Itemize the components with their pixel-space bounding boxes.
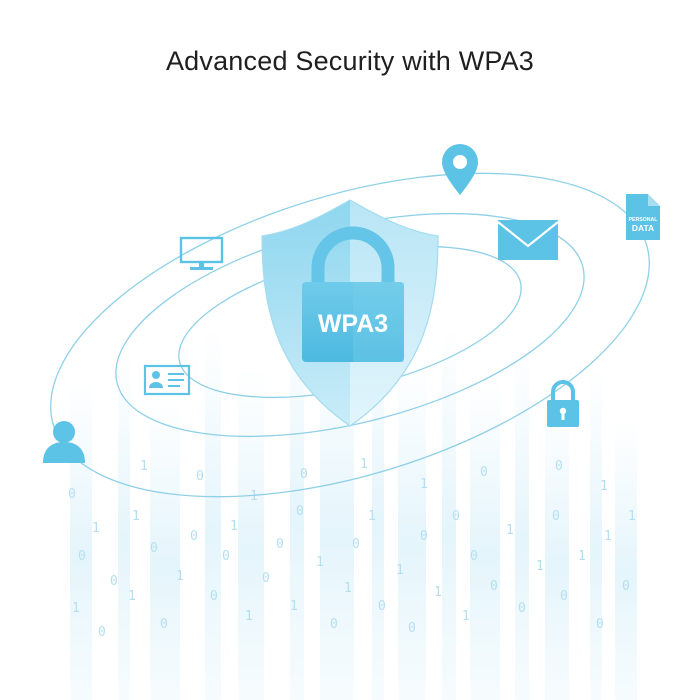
- document-label-data: DATA: [632, 223, 654, 233]
- svg-text:1: 1: [604, 529, 612, 544]
- svg-text:0: 0: [480, 465, 488, 480]
- svg-text:0: 0: [110, 574, 118, 589]
- svg-text:0: 0: [420, 529, 428, 544]
- svg-text:1: 1: [578, 549, 586, 564]
- svg-text:0: 0: [452, 509, 460, 524]
- svg-text:0: 0: [518, 601, 526, 616]
- svg-text:0: 0: [470, 549, 478, 564]
- svg-text:0: 0: [98, 625, 106, 640]
- light-beams: [70, 300, 637, 700]
- svg-text:1: 1: [245, 609, 253, 624]
- headline: Advanced Security with WPA3: [165, 46, 535, 76]
- personal-data-document-icon: [626, 194, 660, 240]
- svg-text:0: 0: [160, 617, 168, 632]
- svg-text:0: 0: [150, 541, 158, 556]
- user-icon: [43, 421, 85, 463]
- svg-text:1: 1: [628, 509, 636, 524]
- svg-text:0: 0: [190, 529, 198, 544]
- envelope-icon: [497, 220, 559, 260]
- svg-text:1: 1: [140, 459, 148, 474]
- svg-text:0: 0: [330, 617, 338, 632]
- svg-text:1: 1: [506, 523, 514, 538]
- svg-text:1: 1: [368, 509, 376, 524]
- svg-text:1: 1: [600, 479, 608, 494]
- svg-text:1: 1: [128, 589, 136, 604]
- svg-text:0: 0: [596, 617, 604, 632]
- svg-text:0: 0: [78, 549, 86, 564]
- svg-text:0: 0: [560, 589, 568, 604]
- svg-text:1: 1: [434, 585, 442, 600]
- svg-text:1: 1: [290, 599, 298, 614]
- svg-text:1: 1: [396, 563, 404, 578]
- svg-text:1: 1: [462, 609, 470, 624]
- svg-text:1: 1: [176, 569, 184, 584]
- svg-text:1: 1: [420, 477, 428, 492]
- document-label-personal: PERSONAL: [629, 217, 659, 223]
- svg-text:1: 1: [250, 489, 258, 504]
- svg-text:0: 0: [262, 571, 270, 586]
- svg-text:0: 0: [378, 599, 386, 614]
- svg-text:0: 0: [222, 549, 230, 564]
- svg-text:1: 1: [360, 457, 368, 472]
- svg-text:1: 1: [344, 581, 352, 596]
- svg-text:0: 0: [352, 537, 360, 552]
- svg-text:1: 1: [230, 519, 238, 534]
- svg-text:0: 0: [622, 579, 630, 594]
- svg-text:1: 1: [536, 559, 544, 574]
- binary-digits: 010 010 101 010 010 100 101 001 101 001 …: [68, 457, 636, 640]
- svg-text:0: 0: [210, 589, 218, 604]
- svg-text:1: 1: [72, 601, 80, 616]
- svg-text:0: 0: [68, 487, 76, 502]
- svg-text:0: 0: [300, 467, 308, 482]
- wpa3-padlock: [302, 226, 404, 362]
- svg-text:0: 0: [296, 504, 304, 519]
- svg-text:0: 0: [276, 537, 284, 552]
- svg-text:1: 1: [132, 509, 140, 524]
- svg-text:1: 1: [92, 521, 100, 536]
- svg-text:1: 1: [316, 555, 324, 570]
- padlock-icon: [547, 380, 579, 427]
- wpa3-label: WPA3: [318, 310, 388, 338]
- svg-text:0: 0: [552, 509, 560, 524]
- svg-text:0: 0: [490, 579, 498, 594]
- svg-text:0: 0: [555, 459, 563, 474]
- location-pin-icon: [442, 144, 478, 195]
- id-card-icon: [143, 364, 191, 396]
- svg-text:0: 0: [408, 621, 416, 636]
- svg-text:0: 0: [196, 469, 204, 484]
- monitor-icon: [179, 236, 224, 270]
